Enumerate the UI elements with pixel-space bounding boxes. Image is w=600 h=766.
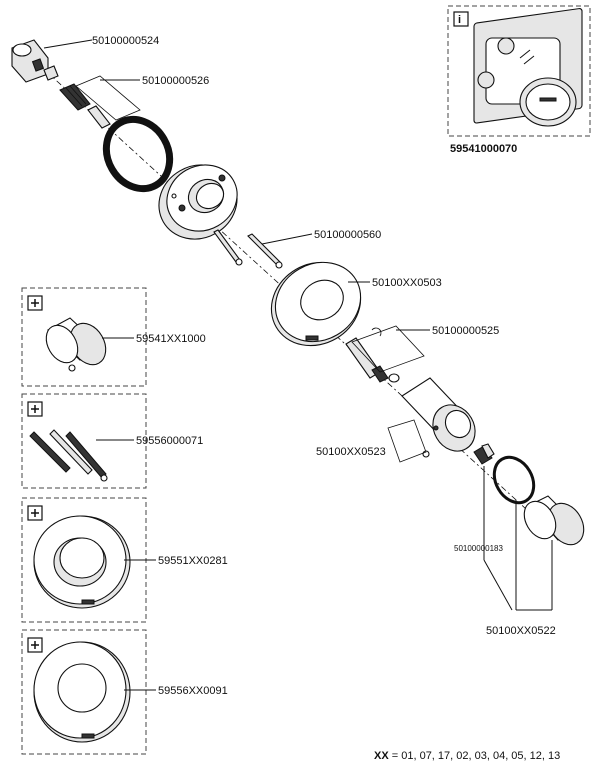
variant-legend-values: = 01, 07, 17, 02, 03, 04, 05, 12, 13 xyxy=(389,750,561,762)
spline-adapter-part xyxy=(473,443,495,465)
label-part-503: 50100XX0503 xyxy=(372,277,442,289)
info-icon xyxy=(453,11,469,27)
plus-icon xyxy=(27,637,43,653)
option-2-part: 59556000071 xyxy=(136,435,203,447)
rosette-part xyxy=(270,261,362,347)
o-ring-part xyxy=(102,115,174,193)
option-3-part: 59551XX0281 xyxy=(158,555,228,567)
spindle-part xyxy=(59,83,111,129)
option-screws-image xyxy=(29,429,108,482)
variant-legend-prefix: XX xyxy=(374,750,389,762)
option-box-4 xyxy=(21,629,147,755)
label-part-523: 50100XX0523 xyxy=(316,446,386,458)
variant-legend: XX = 01, 07, 17, 02, 03, 04, 05, 12, 13 xyxy=(374,750,560,762)
info-part-number: 59541000070 xyxy=(450,143,517,155)
info-icon-glyph: i xyxy=(458,14,461,26)
plus-icon xyxy=(27,401,43,417)
adapter-part xyxy=(345,327,400,383)
label-part-524: 50100000524 xyxy=(92,35,159,47)
flange-plate-part xyxy=(158,164,238,240)
label-part-183: 50100000183 xyxy=(454,544,503,553)
trim-ring-part xyxy=(492,455,536,505)
plus-icon xyxy=(27,295,43,311)
plus-icon xyxy=(27,505,43,521)
option-knob-image xyxy=(45,317,107,372)
label-part-560: 50100000560 xyxy=(314,229,381,241)
sleeve-part xyxy=(401,377,476,458)
option-box-2 xyxy=(21,393,147,489)
handle-knob-part xyxy=(523,495,585,546)
cartridge-part xyxy=(11,39,59,83)
option-rosette-thin-image xyxy=(33,641,131,743)
option-4-part: 59556XX0091 xyxy=(158,685,228,697)
option-rosette-thick-image xyxy=(33,515,131,609)
mounting-screws-part xyxy=(213,229,283,269)
option-1-part: 59541XX1000 xyxy=(136,333,206,345)
option-box-1 xyxy=(21,287,147,387)
thermostat-body-image xyxy=(473,8,583,127)
label-part-526: 50100000526 xyxy=(142,75,209,87)
label-part-525: 50100000525 xyxy=(432,325,499,337)
label-part-522: 50100XX0522 xyxy=(486,625,556,637)
